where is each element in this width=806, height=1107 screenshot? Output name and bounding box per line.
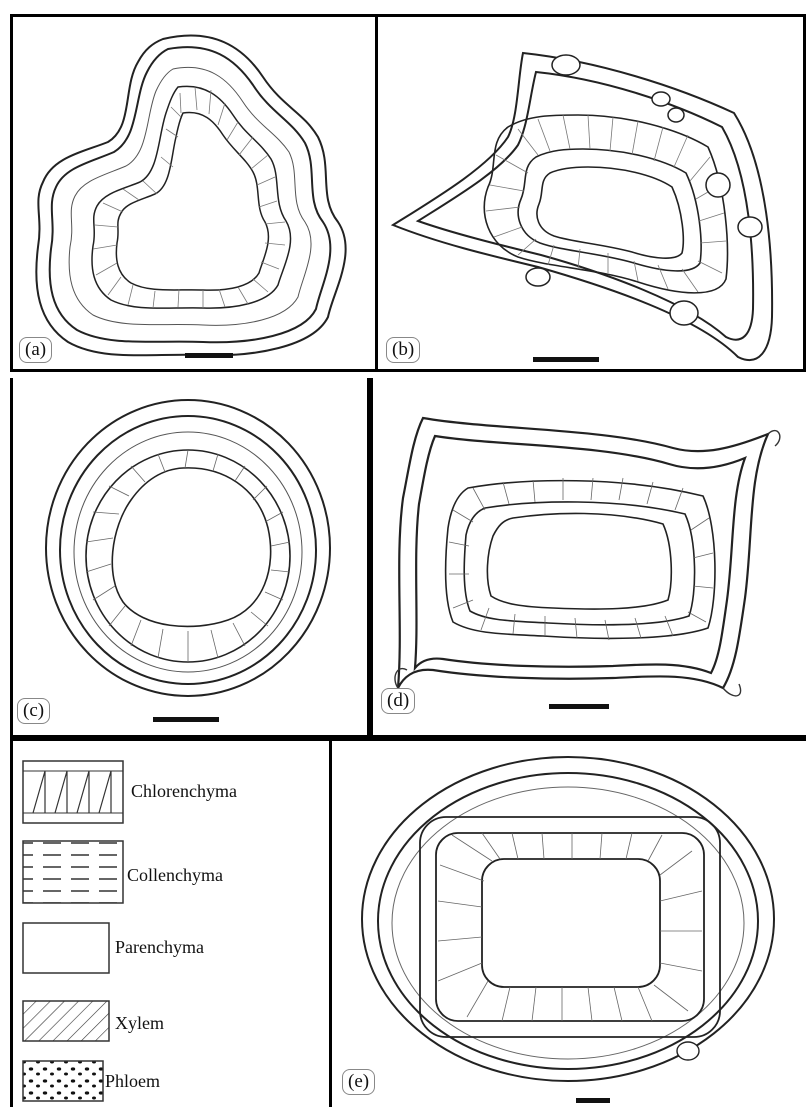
- legend-swatches: [13, 741, 133, 1107]
- vascular-ring-outer-d: [446, 481, 715, 639]
- diagram-d: [373, 378, 806, 735]
- diagram-e: [332, 741, 806, 1107]
- inner-epidermis-b: [418, 72, 753, 340]
- ridge-d-2: [723, 684, 741, 696]
- vascular-ring-inner-a: [116, 113, 268, 291]
- scale-bar-c: [153, 717, 219, 722]
- cavity-b-3: [668, 108, 684, 122]
- diagram-b: [378, 17, 806, 372]
- vascular-ring-inner-d: [464, 502, 694, 625]
- pith-b: [537, 167, 683, 258]
- collenchyma-swatch: [23, 841, 123, 903]
- cavity-b-1: [552, 55, 580, 75]
- ridge-d-1: [768, 431, 780, 446]
- scale-bar-b: [533, 357, 599, 362]
- legend-label-phloem: Phloem: [105, 1071, 160, 1092]
- legend-label-xylem: Xylem: [115, 1013, 164, 1034]
- cavity-b-7: [670, 301, 698, 325]
- panel-label-b: (b): [386, 337, 420, 363]
- panel-label-d: (d): [381, 688, 415, 714]
- cavity-b-2: [652, 92, 670, 106]
- outer-epidermis-e: [362, 757, 774, 1081]
- outer-epidermis-b: [393, 53, 772, 360]
- cavity-b-4: [706, 173, 730, 197]
- vascular-ring-outer-b: [484, 115, 727, 293]
- pith-c: [112, 468, 270, 627]
- panel-b: (b): [378, 14, 806, 372]
- legend-label-chlorenchyma: Chlorenchyma: [131, 781, 237, 802]
- diagram-a: [13, 17, 375, 369]
- phloem-swatch: [23, 1061, 103, 1101]
- cavity-b-6: [526, 268, 550, 286]
- diagram-c: [13, 378, 370, 735]
- panel-d: (d): [370, 378, 806, 738]
- legend-panel: Chlorenchyma Collenchyma Parenchyma Xyle…: [10, 738, 332, 1107]
- scale-bar-d: [549, 704, 609, 709]
- panel-a: (a): [10, 14, 378, 372]
- panel-label-a: (a): [19, 337, 52, 363]
- pith-d: [487, 513, 671, 609]
- vascular-ring-outer-c: [86, 450, 290, 662]
- xylem-swatch: [23, 1001, 109, 1041]
- scale-bar-e: [576, 1098, 610, 1103]
- legend-label-collenchyma: Collenchyma: [127, 865, 223, 886]
- panel-e: (e): [332, 738, 806, 1107]
- panel-label-c: (c): [17, 698, 50, 724]
- panel-label-e: (e): [342, 1069, 375, 1095]
- panel-c: (c): [10, 378, 370, 738]
- chlorenchyma-swatch: [23, 761, 123, 823]
- vascular-ring-outer-e: [420, 817, 720, 1037]
- cavity-b-5: [738, 217, 762, 237]
- cavity-e-1: [677, 1042, 699, 1060]
- scale-bar-a: [185, 353, 233, 358]
- parenchyma-swatch: [23, 923, 109, 973]
- inner-epidermis-a: [50, 47, 331, 342]
- legend-label-parenchyma: Parenchyma: [115, 937, 204, 958]
- pith-e: [482, 859, 660, 987]
